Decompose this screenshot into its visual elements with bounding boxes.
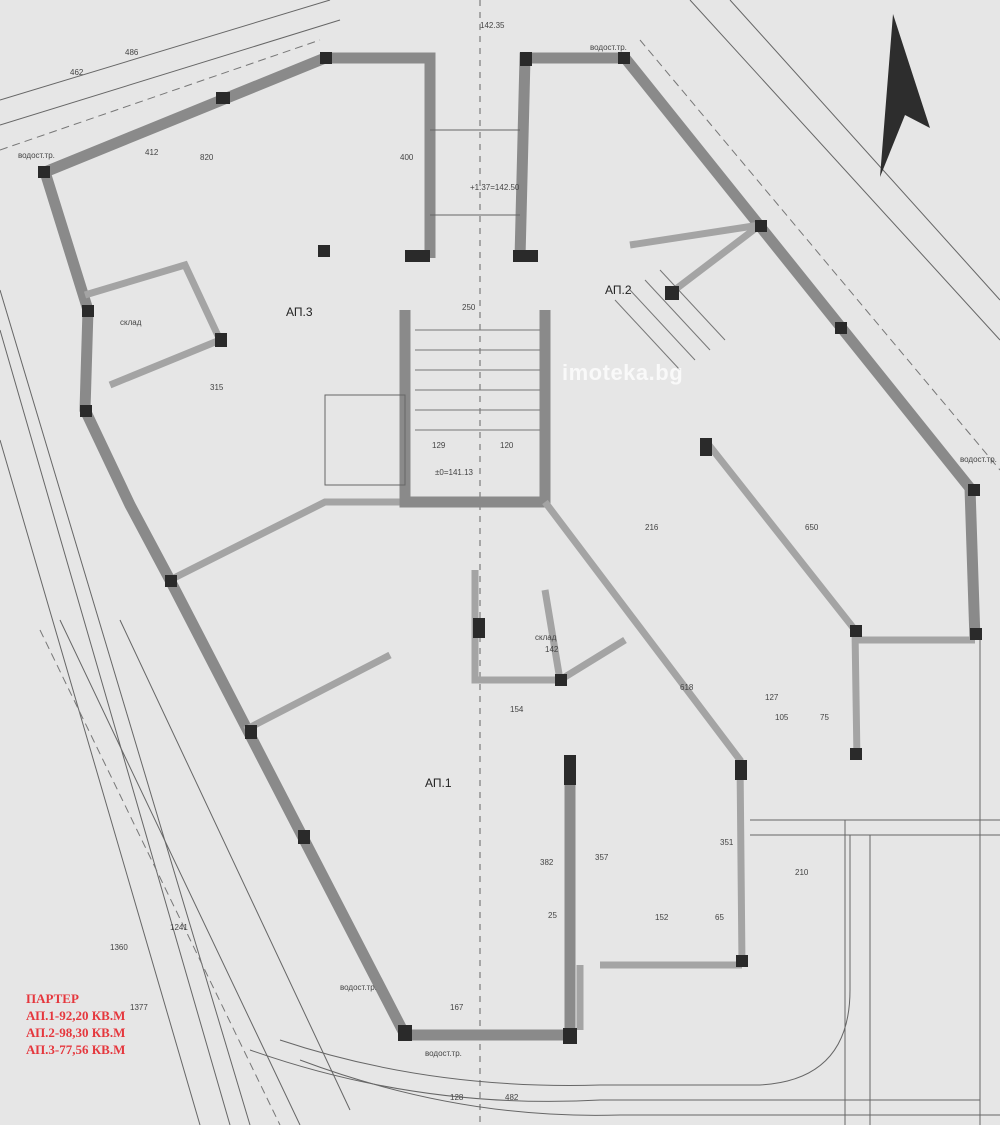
- dimension-label: 25: [548, 911, 557, 920]
- dimension-label: 142.35: [480, 21, 505, 30]
- legend-line-ap2: АП.2-98,30 КВ.М: [26, 1025, 126, 1040]
- legend-line-ap1: АП.1-92,20 КВ.М: [26, 1008, 126, 1023]
- wall-note: водост.тр.: [340, 983, 377, 992]
- dimension-label: 618: [680, 683, 694, 692]
- dimension-label: 65: [715, 913, 724, 922]
- walls: [39, 52, 981, 1041]
- level-mark: ±0=141.13: [435, 468, 474, 477]
- dimension-label: 462: [70, 68, 84, 77]
- wall-note: водост.тр.: [590, 43, 627, 52]
- dimension-label: 129: [432, 441, 446, 450]
- dimension-label: 486: [125, 48, 139, 57]
- dimension-label: 351: [720, 838, 734, 847]
- dimension-label: 315: [210, 383, 224, 392]
- watermark: imoteka.bg: [562, 360, 684, 385]
- legend-line-ap3: АП.3-77,56 КВ.М: [26, 1042, 126, 1057]
- north-arrow-icon: [880, 14, 930, 177]
- level-mark: +1.37=142.50: [470, 183, 520, 192]
- dimension-label: 412: [145, 148, 159, 157]
- legend-title: ПАРТЕР: [26, 991, 79, 1006]
- dimension-label: 650: [805, 523, 819, 532]
- dimension-label: 105: [775, 713, 789, 722]
- dimension-label: 382: [540, 858, 554, 867]
- dimension-labels: 142.35 486 462 412 820 482 128 167 154 1…: [18, 21, 997, 1102]
- wall-note: водост.тр.: [425, 1049, 462, 1058]
- dimension-label: 152: [655, 913, 669, 922]
- dimension-label: 75: [820, 713, 829, 722]
- dimension-label: 482: [505, 1093, 519, 1102]
- room-label-storage: склад: [120, 318, 142, 327]
- wall-note: водост.тр.: [960, 455, 997, 464]
- dimension-label: 1241: [170, 923, 188, 932]
- dimension-label: 400: [400, 153, 414, 162]
- area-legend: ПАРТЕР АП.1-92,20 КВ.М АП.2-98,30 КВ.М А…: [26, 990, 125, 1058]
- dimension-label: 357: [595, 853, 609, 862]
- dimension-label: 210: [795, 868, 809, 877]
- dimension-label: 216: [645, 523, 659, 532]
- dimension-label: 1377: [130, 1003, 148, 1012]
- dimension-label: 142: [545, 645, 559, 654]
- dimension-label: 820: [200, 153, 214, 162]
- apartment-label-1: АП.1: [425, 776, 452, 790]
- wall-note: водост.тр.: [18, 151, 55, 160]
- dimension-label: 154: [510, 705, 524, 714]
- apartment-label-2: АП.2: [605, 283, 632, 297]
- dimension-label: 250: [462, 303, 476, 312]
- columns: [38, 52, 982, 1044]
- dimension-label: 127: [765, 693, 779, 702]
- dimension-label: 167: [450, 1003, 464, 1012]
- dimension-label: 128: [450, 1093, 464, 1102]
- apartment-label-3: АП.3: [286, 305, 313, 319]
- dimension-label: 1360: [110, 943, 128, 952]
- dimension-label: 120: [500, 441, 514, 450]
- room-label-storage: склад: [535, 633, 557, 642]
